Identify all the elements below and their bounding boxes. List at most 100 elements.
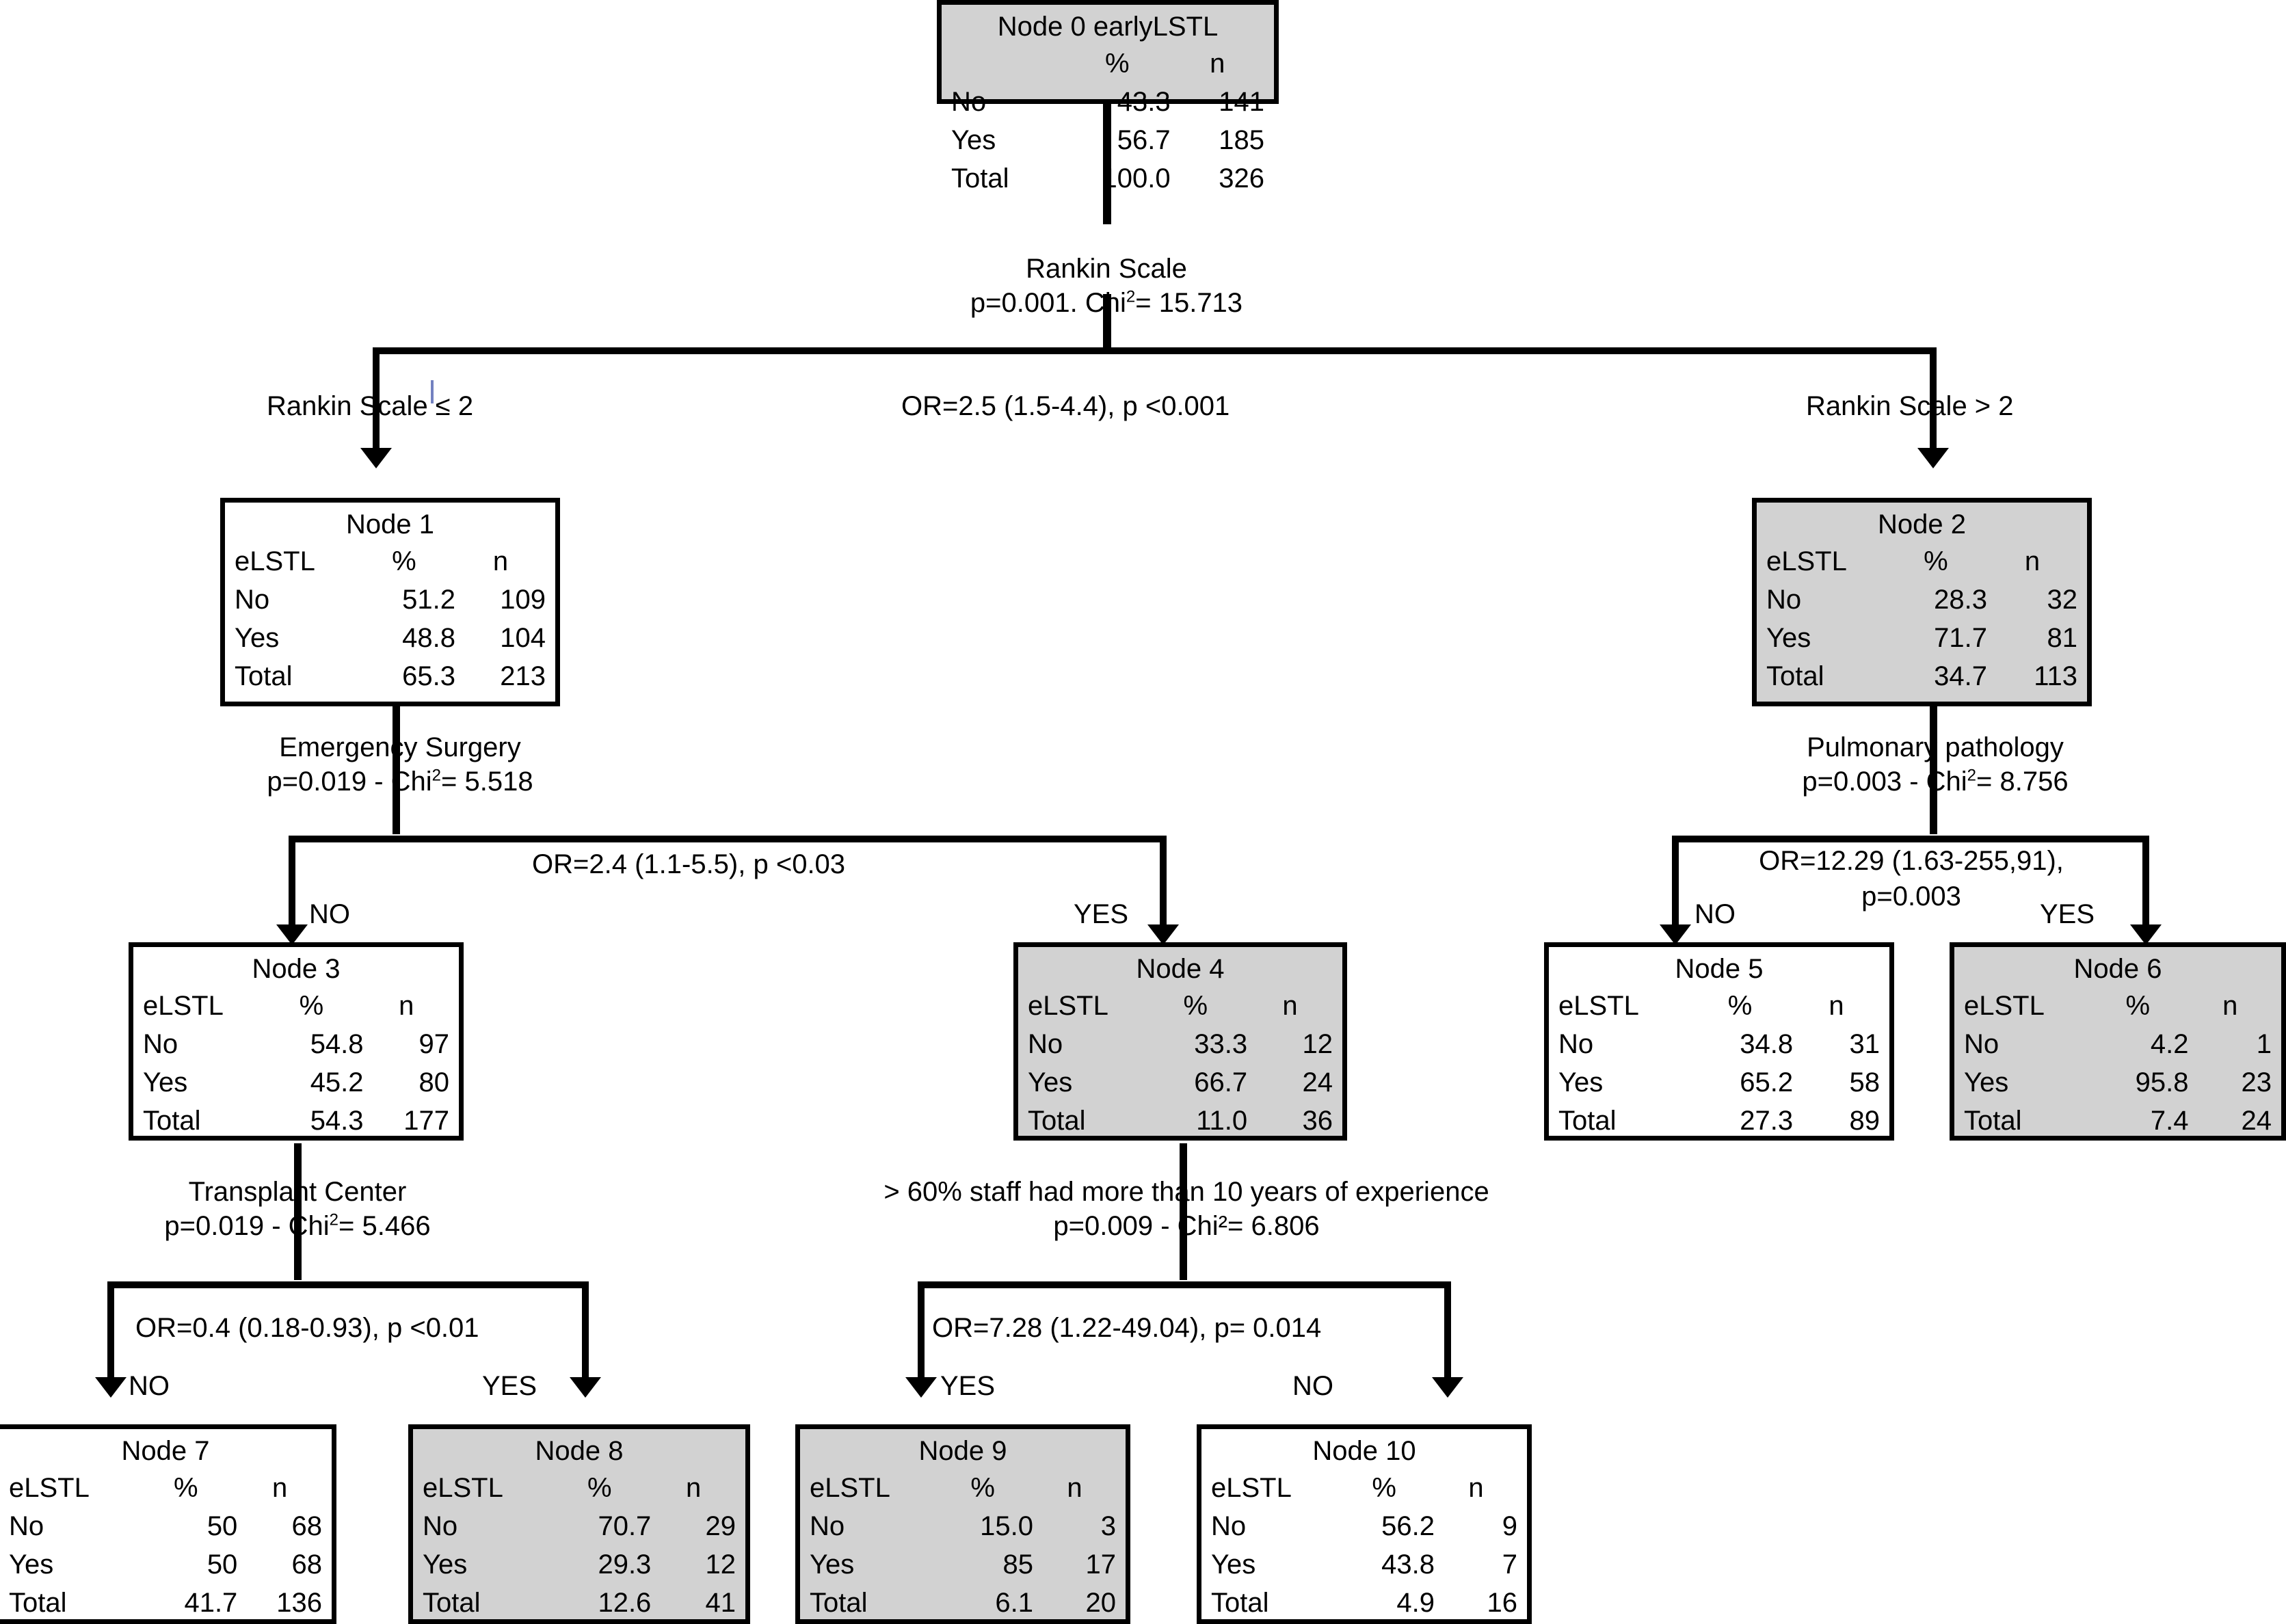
connector-level1-center-drop: [1103, 294, 1111, 350]
split-stat-emergency: p=0.019 - Chi2= 5.518: [267, 766, 533, 797]
node-6-row1-label: Yes: [1964, 1067, 2009, 1097]
connector-node2-stem: [1930, 704, 1937, 834]
node-8-row1-pct: 29.3: [598, 1549, 652, 1580]
node-1-header-n: n: [492, 546, 509, 576]
node-5-row0-label: No: [1558, 1029, 1594, 1059]
node-5-row2-n: 89: [1849, 1106, 1880, 1136]
connector-level1-bar: [375, 347, 1935, 354]
node-10-title: Node 10: [1312, 1436, 1416, 1466]
table-row: Yes 43.8 7: [1211, 1545, 1517, 1584]
node-7-row0-label: No: [9, 1511, 44, 1541]
node-0-row1-pct: 56.7: [1117, 125, 1171, 155]
table-header-row: eLSTL % n: [810, 1469, 1116, 1507]
arrow-to-node3: [276, 924, 308, 945]
node-9-row0-label: No: [810, 1511, 845, 1541]
node-0[interactable]: Node 0 earlyLSTL % n No 43.3 141 Yes 56.…: [937, 0, 1279, 194]
node-9-row1-pct: 85: [1002, 1549, 1034, 1580]
split-stat-rankin: p=0.001. Chi2= 15.713: [970, 287, 1243, 318]
table-row: Total 6.1 20: [810, 1584, 1116, 1622]
node-1-row0-n: 109: [500, 585, 546, 615]
node-2-row2-label: Total: [1766, 661, 1824, 691]
split-label-staff: > 60% staff had more than 10 years of ex…: [831, 1175, 1542, 1243]
table-row: Total 54.3 177: [143, 1102, 449, 1140]
node-10[interactable]: Node 10 eLSTL % n No 56.2 9 Yes 43.8 7 T…: [1197, 1424, 1532, 1624]
table-row: Yes 85 17: [810, 1545, 1116, 1584]
split-label-transplant: Transplant Center p=0.019 - Chi2= 5.466: [96, 1175, 499, 1243]
branch-label-transplant-yes: YES: [482, 1371, 537, 1401]
branch-label-pulmonary-yes: YES: [2040, 899, 2095, 929]
arrow-to-node1: [360, 448, 392, 468]
node-3[interactable]: Node 3 eLSTL % n No 54.8 97 Yes 45.2 80 …: [129, 942, 464, 1141]
branch-label-pulmonary-or: OR=12.29 (1.63-255,91), p=0.003: [1682, 843, 2140, 914]
node-8-row0-n: 29: [705, 1511, 736, 1541]
node-8-row0-pct: 70.7: [598, 1511, 652, 1541]
node-10-header-pct: %: [1372, 1473, 1396, 1503]
node-7-row1-pct: 50: [207, 1549, 238, 1580]
node-8[interactable]: Node 8 eLSTL % n No 70.7 29 Yes 29.3 12 …: [408, 1424, 750, 1624]
node-6-row2-pct: 7.4: [2150, 1106, 2189, 1136]
node-0-row1-label: Yes: [951, 125, 996, 155]
connector-pulmonary-left-drop: [1672, 836, 1679, 928]
table-row: No 33.3 12: [1028, 1025, 1333, 1063]
node-3-title: Node 3: [252, 954, 341, 984]
branch-label-pulmonary-no: NO: [1694, 899, 1736, 929]
node-9-header-n: n: [1067, 1473, 1082, 1503]
branch-label-rankin-or: OR=2.5 (1.5-4.4), p <0.001: [901, 391, 1230, 421]
split-stat-staff: p=0.009 - Chi²= 6.806: [1053, 1211, 1320, 1241]
split-variable-emergency: Emergency Surgery: [279, 732, 521, 762]
table-header-row: eLSTL % n: [1558, 987, 1880, 1025]
connector-node3-stem: [294, 1143, 302, 1280]
node-5-header-label: eLSTL: [1558, 991, 1639, 1021]
arrow-to-node5: [1660, 924, 1691, 945]
arrow-to-node8: [570, 1377, 601, 1398]
node-5-row0-n: 31: [1849, 1029, 1880, 1059]
table-header-row: eLSTL % n: [1964, 987, 2272, 1025]
table-row: No 15.0 3: [810, 1507, 1116, 1545]
node-4-row1-n: 24: [1302, 1067, 1333, 1097]
node-1-title: Node 1: [346, 509, 434, 540]
node-6[interactable]: Node 6 eLSTL % n No 4.2 1 Yes 95.8 23 To…: [1950, 942, 2286, 1141]
node-6-row2-n: 24: [2241, 1106, 2272, 1136]
node-9-header-pct: %: [970, 1473, 995, 1503]
node-9[interactable]: Node 9 eLSTL % n No 15.0 3 Yes 85 17 Tot…: [795, 1424, 1130, 1624]
table-header-row: eLSTL % n: [1028, 987, 1333, 1025]
node-3-header-pct: %: [299, 991, 324, 1021]
split-variable-staff: > 60% staff had more than 10 years of ex…: [883, 1177, 1489, 1207]
node-2-header-pct: %: [1924, 546, 1948, 576]
connector-root-stem: [1103, 101, 1111, 224]
node-3-row1-label: Yes: [143, 1067, 188, 1097]
arrow-to-node10: [1432, 1377, 1463, 1398]
connector-pulmonary-right-drop: [2142, 836, 2149, 928]
table-row: Total 41.7 136: [9, 1584, 322, 1622]
node-5[interactable]: Node 5 eLSTL % n No 34.8 31 Yes 65.2 58 …: [1544, 942, 1894, 1141]
connector-staff-right-drop: [1444, 1281, 1451, 1381]
node-3-row2-n: 177: [403, 1106, 449, 1136]
node-4[interactable]: Node 4 eLSTL % n No 33.3 12 Yes 66.7 24 …: [1013, 942, 1347, 1141]
connector-emergency-bar: [291, 836, 1166, 842]
node-4-row1-pct: 66.7: [1194, 1067, 1248, 1097]
node-3-row2-label: Total: [143, 1106, 201, 1136]
node-2-row0-label: No: [1766, 585, 1802, 615]
node-7[interactable]: Node 7 eLSTL % n No 50 68 Yes 50 68 Tota…: [0, 1424, 336, 1624]
table-row: Total 12.6 41: [423, 1584, 736, 1622]
node-7-header-pct: %: [173, 1473, 198, 1503]
node-0-row2-n: 326: [1219, 163, 1264, 194]
node-1[interactable]: Node 1 eLSTL % n No 51.2 109 Yes 48.8 10…: [220, 498, 560, 706]
node-6-title: Node 6: [2073, 954, 2162, 984]
split-stat-pulmonary: p=0.003 - Chi2= 8.756: [1802, 766, 2069, 797]
node-6-row1-n: 23: [2241, 1067, 2272, 1097]
node-8-header-label: eLSTL: [423, 1473, 503, 1503]
node-9-row0-pct: 15.0: [980, 1511, 1034, 1541]
node-5-title: Node 5: [1675, 954, 1764, 984]
node-0-header-label: [951, 44, 1064, 83]
node-2[interactable]: Node 2 eLSTL % n No 28.3 32 Yes 71.7 81 …: [1752, 498, 2092, 706]
node-4-row2-pct: 11.0: [1196, 1106, 1248, 1136]
table-row: Yes 48.8 104: [235, 619, 546, 657]
node-0-header-n: n: [1210, 49, 1225, 79]
split-variable-rankin: Rankin Scale: [1026, 254, 1187, 284]
branch-label-staff-or: OR=7.28 (1.22-49.04), p= 0.014: [932, 1313, 1322, 1343]
node-5-row0-pct: 34.8: [1740, 1029, 1794, 1059]
split-variable-pulmonary: Pulmonary pathology: [1807, 732, 2064, 762]
table-row: Yes 50 68: [9, 1545, 322, 1584]
table-row: No 28.3 32: [1766, 581, 2077, 619]
